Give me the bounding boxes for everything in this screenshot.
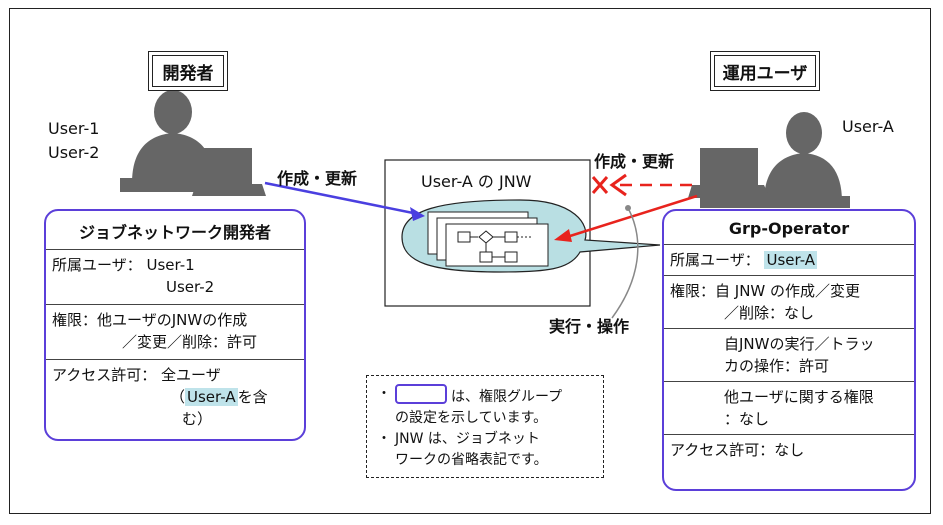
developer-group-title: ジョブネットワーク開発者 [46,211,304,250]
permission-line-2: ／変更／削除：許可 [122,333,258,351]
access-line-3: む） [182,410,213,428]
permission-group-swatch-icon [395,384,447,404]
permission-line-1: 自 JNW の作成／変更 [715,282,861,300]
exec-leader-line [611,207,639,319]
access-line-2: を含 [237,388,268,406]
permission-line-6: ：なし [724,410,770,428]
operator-title: 運用ユーザ [722,63,808,84]
member-label: 所属ユーザ： [52,256,142,274]
member-highlight-user: User-A [764,251,818,269]
permission-line-5: 他ユーザに関する権限 [724,388,874,406]
note-line-2: の設定を示しています。 [395,410,548,426]
developer-arrow [264,181,419,216]
note-bullet-1: ・ [377,386,391,402]
operator-group-panel: Grp-Operator 所属ユーザ： User-A 権限：自 JNW の作成／… [662,209,916,491]
note-row-3: ・ JNW は、ジョブネット [377,429,597,450]
note-line-4: ワークの省略表記です。 [395,452,548,468]
member-user-2: User-2 [166,278,215,296]
operator-permission-section-1: 権限：自 JNW の作成／変更 ／削除：なし [664,276,914,329]
jnw-title: User-A の JNW [421,172,532,191]
note-row-2: の設定を示しています。 [377,408,597,429]
operator-silhouette-icon [688,112,850,208]
access-highlight-user: User-A [185,388,238,406]
developer-members-section: 所属ユーザ： User-1 User-2 [46,250,304,305]
permission-label: 権限： [52,311,98,329]
permission-label: 権限： [670,282,716,300]
developer-permission-section: 権限：他ユーザのJNWの作成 ／変更／削除：許可 [46,305,304,360]
operator-user-label: User-A [842,117,894,136]
exec-arrow [569,194,698,238]
create-update-right-label: 作成・更新 [594,152,675,171]
note-bullet-2: ・ [377,431,391,447]
legend-note: ・ は、権限グループ の設定を示しています。 ・ JNW は、ジョブネット ワー… [366,375,604,478]
permission-line-2: ／削除：なし [724,304,815,322]
operator-members-section: 所属ユーザ： User-A [664,245,914,276]
deny-cross-icon [591,176,609,194]
developer-group-panel: ジョブネットワーク開発者 所属ユーザ： User-1 User-2 権限：他ユー… [44,209,306,441]
access-label: アクセス許可： [52,366,157,384]
developer-silhouette-icon [120,90,266,196]
operator-access-section: アクセス許可：なし [670,441,805,459]
permission-line-4: カの操作：許可 [724,357,830,375]
operator-group-title: Grp-Operator [664,211,914,245]
developer-title: 開発者 [162,63,214,84]
developer-users-label: User-1 User-2 [48,119,100,162]
operator-permission-section-2: 自JNWの実行／トラッ カの操作：許可 [664,329,914,382]
operator-title-box: 運用ユーザ [710,51,820,91]
operator-permission-section-3: 他ユーザに関する権限 ：なし [664,382,914,435]
note-line-3: JNW は、ジョブネット [395,431,540,447]
member-user-1: User-1 [146,256,195,274]
permission-line-1: 他ユーザのJNWの作成 [97,311,248,329]
access-paren: （ [170,388,186,406]
member-label: 所属ユーザ： [670,251,760,269]
access-line-1: 全ユーザ [161,366,221,384]
diagram-frame [9,8,931,514]
exec-op-label: 実行・操作 [549,317,630,336]
note-row-4: ワークの省略表記です。 [377,450,597,471]
note-row-1: ・ は、権限グループ [377,384,597,408]
create-update-left-label: 作成・更新 [277,169,358,188]
jnw-flow-icon [427,211,549,267]
developer-title-box: 開発者 [148,51,228,91]
note-line-1: は、権限グループ [451,389,563,405]
permission-line-3: 自JNWの実行／トラッ [724,335,875,353]
